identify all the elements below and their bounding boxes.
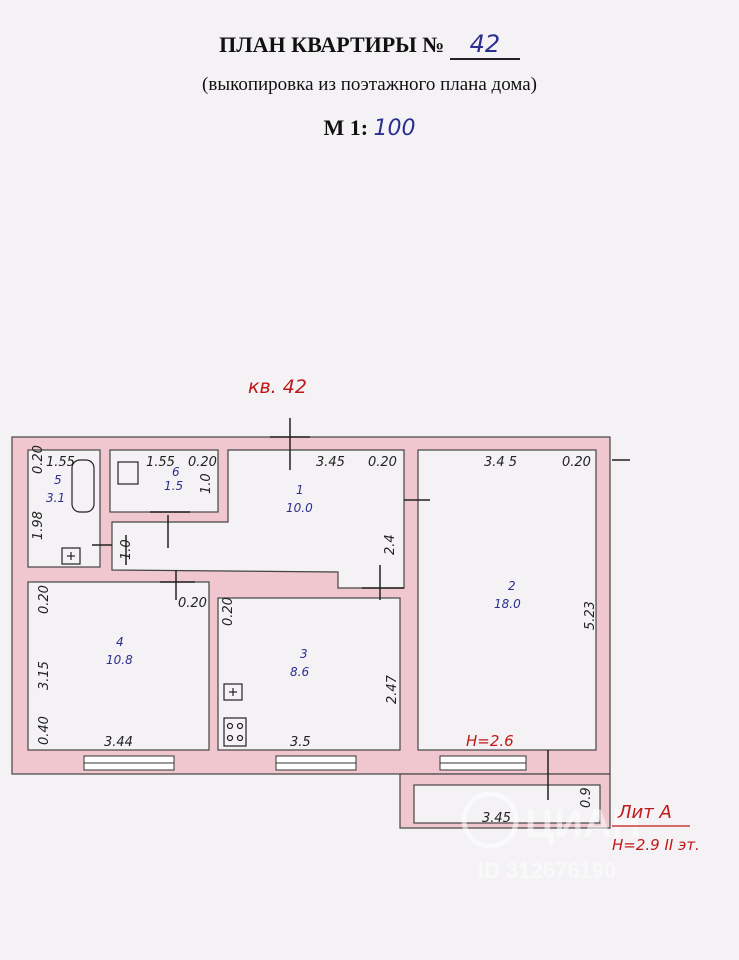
room-1-wall: 0.20	[368, 455, 397, 470]
room-3-wall: 0.20	[221, 597, 236, 626]
door-marks	[92, 418, 630, 800]
room-4-width: 3.44	[104, 735, 133, 750]
room-1-depth: 2.4	[383, 534, 398, 555]
bathtub-icon	[71, 459, 95, 513]
outlet-icon	[61, 547, 81, 565]
stove-icon	[223, 717, 247, 747]
lit-label: Лит А	[617, 802, 672, 823]
plan-scale: М 1: 100	[0, 115, 739, 141]
room-6-wall: 0.20	[188, 455, 217, 470]
plan-subtitle: (выкопировка из поэтажного плана дома)	[202, 74, 537, 95]
room-5-wall: 0.20	[31, 445, 46, 474]
room-1-number: 1	[296, 483, 304, 497]
room-6-depth: 1.0	[199, 473, 214, 494]
room-5-width: 1.55	[46, 455, 75, 470]
unit-label: кв. 42	[248, 376, 307, 398]
room-4-wall-left: 0.20	[37, 585, 52, 614]
balcony-depth: 0.9	[579, 787, 594, 808]
floor-height: Н=2.9 II эт.	[612, 836, 700, 854]
room-4-number: 4	[116, 635, 124, 649]
scale-value: 100	[373, 116, 416, 141]
room-1-area: 10.0	[286, 501, 313, 515]
scale-label: М 1:	[323, 115, 369, 140]
watermark-id: ID 312676190	[478, 858, 616, 883]
room-4-wall-top: 0.20	[178, 596, 207, 611]
apartment-number: 42	[449, 30, 520, 60]
room-3-number: 3	[300, 647, 308, 661]
room-3-width: 3.5	[290, 735, 311, 750]
room-6-area: 1.5	[164, 479, 183, 493]
room-2-height: Н=2.6	[466, 732, 514, 750]
room-4-wall-bottom: 0.40	[37, 716, 52, 745]
room-2-number: 2	[508, 579, 516, 593]
sink-icon	[223, 683, 243, 701]
plan-title-text: ПЛАН КВАРТИРЫ №	[219, 32, 445, 57]
room-5-area: 3.1	[46, 491, 65, 505]
room-3-area: 8.6	[290, 665, 309, 679]
windows	[83, 755, 527, 771]
room-6-number: 6	[172, 465, 180, 479]
room-3-depth: 2.47	[385, 674, 400, 704]
room-5-depth: 1.98	[31, 511, 46, 540]
room-6-width: 1.55	[146, 455, 175, 470]
room-4-area: 10.8	[106, 653, 133, 667]
room-2-depth: 5.23	[583, 601, 598, 630]
room-1-width: 3.45	[316, 455, 345, 470]
toilet-icon	[117, 461, 139, 485]
plan-title: ПЛАН КВАРТИРЫ № 42	[0, 30, 739, 60]
watermark-brand: ЦИАН	[525, 802, 641, 846]
room-2-area: 18.0	[494, 597, 521, 611]
room-2-wall: 0.20	[562, 455, 591, 470]
room-5-number: 5	[54, 473, 62, 487]
balcony-width: 3.45	[482, 811, 511, 826]
corridor-width: 1.0	[119, 539, 134, 560]
room-4-depth: 3.15	[37, 661, 52, 690]
fixtures	[61, 459, 247, 747]
watermark: ЦИАН ID 312676190	[461, 791, 641, 883]
room-2-width: 3.4 5	[484, 455, 517, 470]
